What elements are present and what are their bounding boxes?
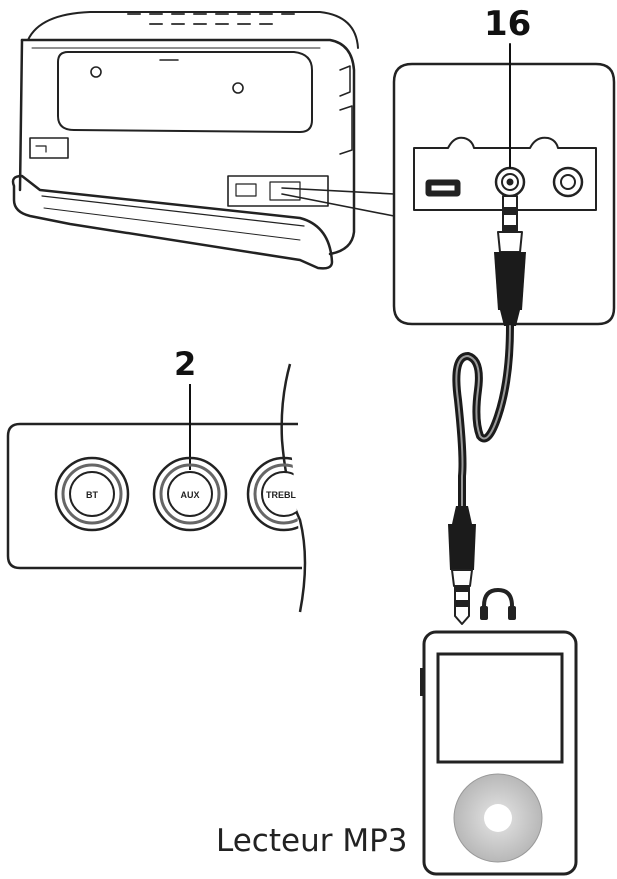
- mp3-screen: [436, 652, 564, 764]
- bottom-plug: [448, 506, 476, 625]
- output-jack: [552, 166, 584, 198]
- aux-button-label: AUX: [180, 490, 199, 500]
- treble-button-label: TREBLE: [266, 490, 302, 500]
- side-switch: [420, 668, 424, 696]
- mp3-player: [420, 630, 578, 876]
- leader-line-upper: [281, 187, 395, 195]
- audio-cable: [448, 195, 526, 625]
- device-label: Lecteur MP3: [216, 823, 408, 859]
- treble-button[interactable]: TREBLE: [246, 456, 320, 532]
- callout-number-16: 16: [484, 4, 532, 44]
- zoom-panel: [281, 43, 616, 326]
- speaker-top-grille: [127, 13, 295, 25]
- leader-line-lower: [281, 193, 395, 217]
- control-panel: [6, 363, 307, 613]
- aux-button[interactable]: [152, 456, 228, 532]
- headphone-icon: [480, 587, 516, 620]
- top-plug: [494, 195, 526, 326]
- speaker-unit: [11, 11, 359, 270]
- aux-in-jack: [494, 166, 526, 198]
- usb-port: [425, 179, 461, 197]
- bt-button[interactable]: [54, 456, 130, 532]
- center-button: [484, 804, 512, 832]
- bt-button-label: BT: [86, 490, 98, 500]
- callout-number-2: 2: [174, 345, 197, 383]
